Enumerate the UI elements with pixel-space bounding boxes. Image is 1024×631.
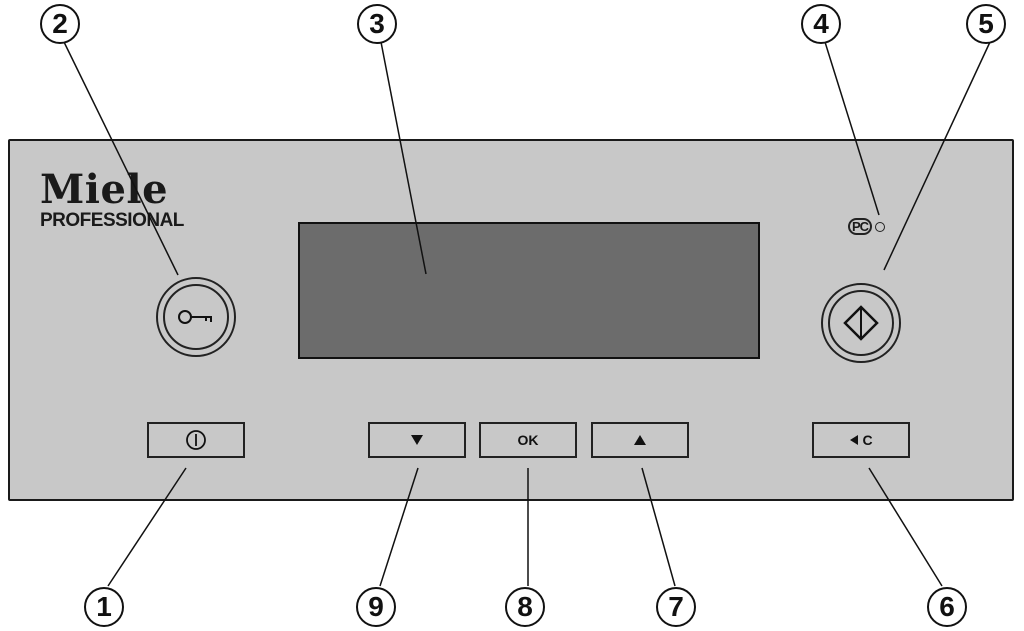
down-button[interactable]: [368, 422, 466, 458]
brand-logo: Miele PROFESSIONAL: [40, 166, 184, 231]
ok-label: OK: [517, 432, 539, 448]
pc-indicator: PC: [848, 218, 886, 235]
callout-6: 6: [927, 587, 967, 627]
back-clear-button[interactable]: C: [812, 422, 910, 458]
callout-8: 8: [505, 587, 545, 627]
callout-9: 9: [356, 587, 396, 627]
callout-1: 1: [84, 587, 124, 627]
power-button[interactable]: [147, 422, 245, 458]
key-icon: [178, 310, 212, 324]
display-screen: [298, 222, 760, 359]
start-button[interactable]: [821, 283, 901, 363]
callout-5: 5: [966, 4, 1006, 44]
brand-name: Miele: [40, 166, 169, 213]
brand-subtitle: PROFESSIONAL: [40, 210, 184, 231]
start-button-ring: [828, 290, 894, 356]
triangle-up-icon: [634, 435, 646, 445]
back-arrow-icon: [850, 435, 859, 445]
callout-7: 7: [656, 587, 696, 627]
key-button[interactable]: [156, 277, 236, 357]
pc-label: PC: [848, 218, 873, 235]
triangle-down-icon: [411, 435, 423, 445]
start-diamond-icon: [843, 305, 879, 341]
callout-4: 4: [801, 4, 841, 44]
back-clear-label: C: [862, 432, 873, 448]
callout-3: 3: [357, 4, 397, 44]
power-icon: [186, 430, 206, 450]
key-button-ring: [163, 284, 229, 350]
callout-2: 2: [40, 4, 80, 44]
pc-led: [875, 221, 886, 232]
ok-button[interactable]: OK: [479, 422, 577, 458]
up-button[interactable]: [591, 422, 689, 458]
